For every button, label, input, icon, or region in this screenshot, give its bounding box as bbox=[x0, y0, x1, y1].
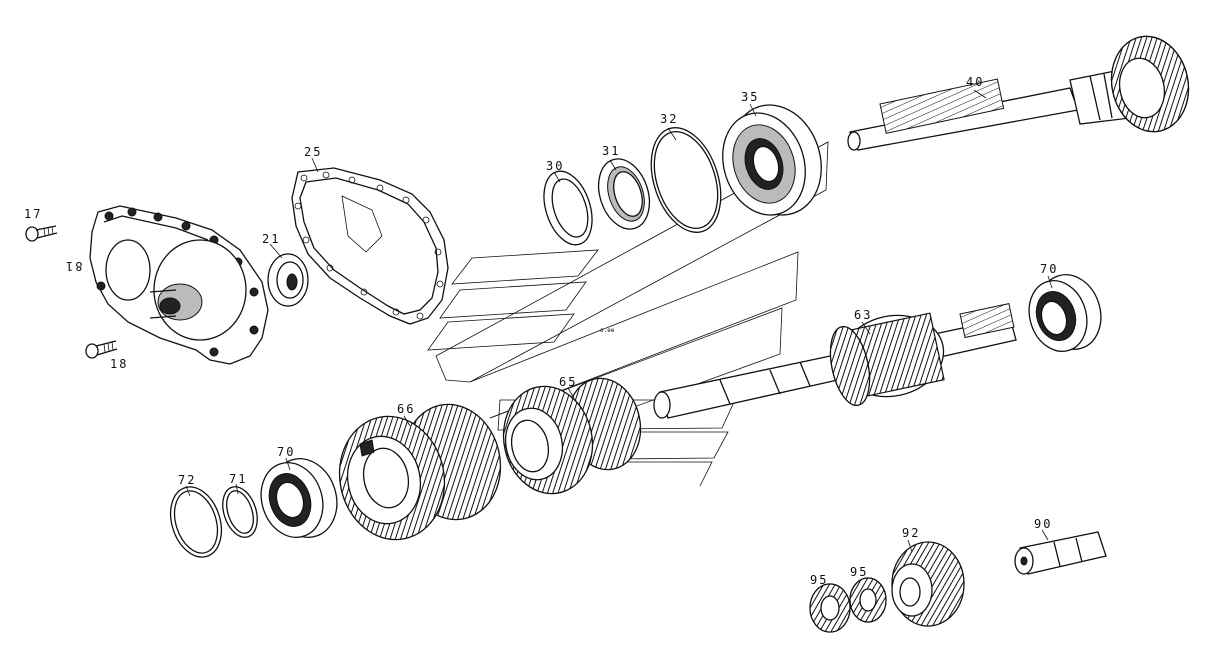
gear-65 bbox=[502, 377, 642, 495]
needle-bearing-95b bbox=[849, 577, 887, 623]
callout-18: 18 bbox=[110, 357, 129, 371]
shim-ring-32 bbox=[650, 127, 722, 233]
callout-90: 90 bbox=[1034, 517, 1053, 531]
needle-bearing-95a bbox=[809, 583, 851, 633]
callout-81: 81 bbox=[64, 259, 83, 273]
ring-31 bbox=[597, 158, 651, 230]
alignment-lines: o.ee bbox=[427, 141, 829, 487]
callout-32: 32 bbox=[660, 112, 679, 126]
callout-92: 92 bbox=[902, 526, 921, 540]
leader-lines bbox=[185, 89, 1053, 553]
callout-30: 30 bbox=[546, 159, 565, 173]
callout-65: 65 bbox=[559, 375, 578, 389]
bearing-70-left bbox=[260, 458, 338, 538]
bearing-70-right bbox=[1028, 274, 1102, 352]
shim-ring-72 bbox=[169, 486, 223, 558]
callout-95-right: 95 bbox=[850, 565, 869, 579]
callout-70-upper: 70 bbox=[1040, 262, 1059, 276]
idler-shaft-90 bbox=[1014, 531, 1107, 575]
callout-40: 40 bbox=[966, 75, 985, 89]
countershaft-63 bbox=[653, 303, 1017, 419]
callout-72: 72 bbox=[178, 473, 197, 487]
snap-ring-30 bbox=[543, 170, 593, 246]
callout-70-lower: 70 bbox=[277, 445, 296, 459]
oil-seal-21 bbox=[267, 253, 309, 307]
callout-25: 25 bbox=[304, 145, 323, 159]
gasket-25 bbox=[291, 167, 449, 325]
input-shaft-40 bbox=[847, 35, 1190, 151]
callout-35: 35 bbox=[741, 90, 760, 104]
bolt-18 bbox=[85, 340, 118, 359]
callout-63: 63 bbox=[854, 308, 873, 322]
callout-17: 17 bbox=[24, 207, 43, 221]
callout-21: 21 bbox=[262, 232, 281, 246]
callout-66: 66 bbox=[397, 402, 416, 416]
reverse-gear-92 bbox=[891, 541, 965, 627]
housing-cover-81 bbox=[89, 205, 269, 365]
gear-66 bbox=[338, 403, 502, 541]
bolt-17 bbox=[25, 225, 58, 242]
callout-95-left: 95 bbox=[810, 573, 829, 587]
snap-ring-71 bbox=[222, 486, 258, 538]
callout-71: 71 bbox=[229, 472, 248, 486]
svg-text:o.ee: o.ee bbox=[600, 327, 615, 334]
callout-31: 31 bbox=[602, 144, 621, 158]
bearing-35 bbox=[722, 104, 822, 216]
